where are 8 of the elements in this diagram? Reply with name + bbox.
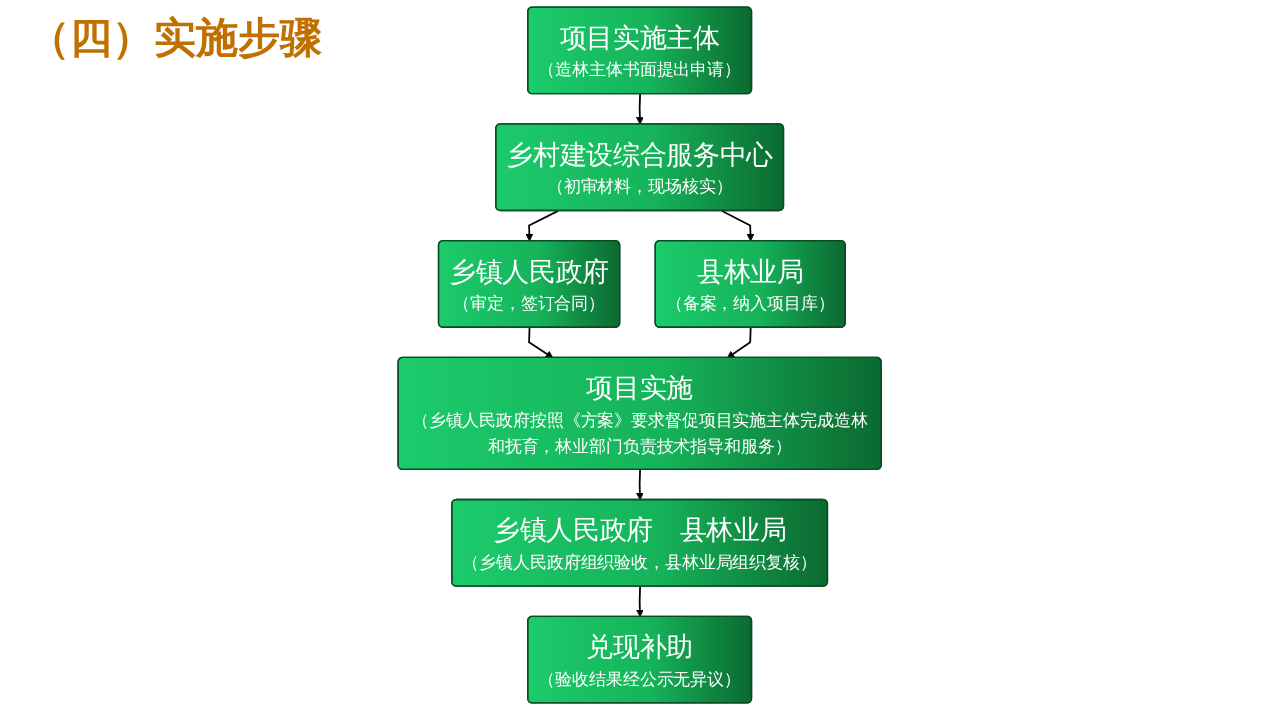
arrow xyxy=(721,210,755,242)
arrow xyxy=(635,585,644,618)
arrow xyxy=(726,326,752,359)
arrow xyxy=(635,93,644,125)
arrow xyxy=(635,468,644,501)
arrow xyxy=(525,210,559,242)
title: （四）实施步骤 xyxy=(28,12,322,64)
arrow xyxy=(528,326,554,359)
